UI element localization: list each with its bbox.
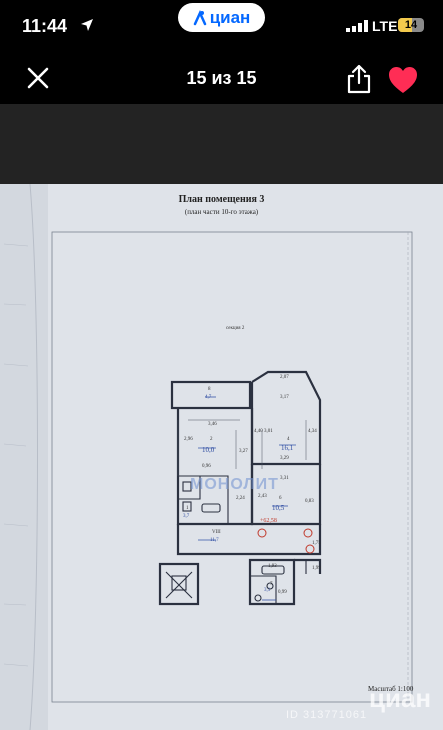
scale-label: Масштаб 1:100 [368,685,414,693]
room-label: 6 [279,496,282,501]
dimension-label: 0,96 [202,464,211,469]
total-area: +62,58 [260,518,277,524]
floor-plan-drawing [0,184,443,730]
viewer-toolbar: 15 из 15 [0,54,443,104]
monolit-watermark: МОНОЛИТ [190,476,279,493]
room-area: 16,1 [281,444,294,452]
floor-plan-photo: План помещения 3 (план части 10-го этажа… [0,184,443,730]
plan-subtitle: (план части 10-го этажа) [184,208,259,216]
share-icon[interactable] [345,64,373,94]
cian-watermark: циан [369,683,432,713]
listing-id-watermark: ID 313771061 [286,709,368,721]
battery-level: 14 [404,19,418,31]
dimension-label: 3,01 [264,429,273,434]
network-type: LTE [372,18,398,34]
dimension-label: 0,99 [278,590,287,595]
close-icon[interactable] [26,66,50,90]
status-bar: 11:44 циан LTE 14 [0,0,443,54]
dimension-label: 4,34 [308,429,317,434]
dimension-label: 2,43 [258,494,267,499]
dimension-label: 4,40 [254,429,263,434]
photo-counter: 15 из 15 [186,68,257,88]
room-label: VIII [212,530,221,535]
photo-viewer[interactable]: План помещения 3 (план части 10-го этажа… [0,104,443,730]
dimension-label: 0,83 [305,499,314,504]
room-label: 4 [287,437,290,442]
heart-icon[interactable] [388,66,418,94]
room-label: 7 [270,582,273,587]
dimension-label: 3,29 [280,456,289,461]
battery-icon: 14 [398,18,424,32]
room-area: 4,7 [205,395,212,400]
room-label: 2 [210,437,213,442]
status-time: 11:44 [22,16,68,36]
dimension-label: 2,96 [184,437,193,442]
room-label: 1 [186,506,189,511]
dimension-label: 3,31 [280,476,289,481]
room-area: 3,7 [183,514,190,519]
cian-banner[interactable]: циан [178,3,265,32]
dimension-label: 3,17 [280,395,289,400]
cian-logo-icon [193,9,206,25]
dimension-label: 1,99 [312,566,321,571]
room-area: 10,0 [202,446,215,454]
dimension-label: 1,75 [312,541,321,546]
room-area: 10,5 [272,504,285,512]
dimension-label: 2,24 [236,496,245,501]
plan-section-label: секция 2 [226,326,245,331]
room-area: 11,7 [210,538,219,543]
cellular-signal-icon [346,20,368,32]
dimension-label: 1,93 [268,564,277,569]
dimension-label: 3,27 [239,449,248,454]
cian-brand-text: циан [209,7,251,27]
dimension-label: 2,07 [280,375,289,380]
plan-title: План помещения 3 [178,194,265,205]
location-arrow-icon [81,19,93,31]
room-label: 8 [208,387,211,392]
room-area: 3,1 [264,588,271,593]
dimension-label: 3,46 [208,422,217,427]
